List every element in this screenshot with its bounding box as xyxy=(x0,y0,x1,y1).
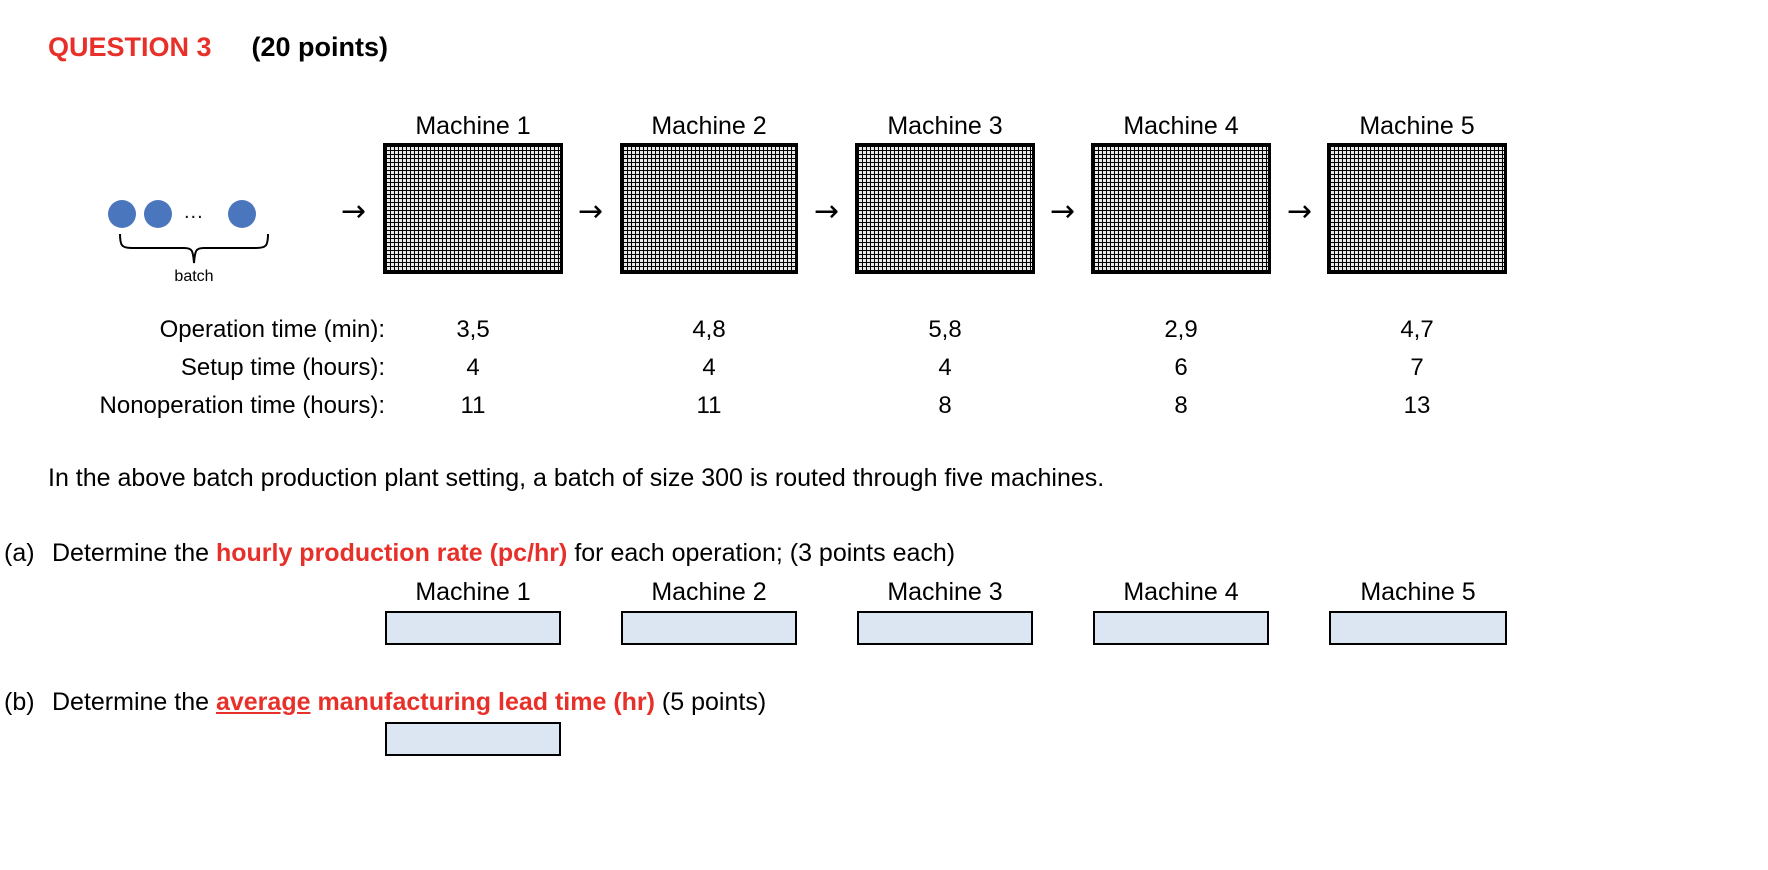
batch-part-circle xyxy=(228,200,256,228)
question-a-emphasis: hourly production rate (pc/hr) xyxy=(215,539,568,567)
answer-title-machine-2: Machine 2 xyxy=(651,578,767,606)
machine-title-4: Machine 4 xyxy=(1123,112,1239,140)
answer-input-machine-2[interactable] xyxy=(621,611,797,645)
answer-input-lead-time[interactable] xyxy=(385,722,561,756)
spec-cell: 6 xyxy=(1174,354,1188,381)
question-number: QUESTION 3 xyxy=(48,32,212,62)
machine-box-5 xyxy=(1327,143,1507,274)
spec-cell: 7 xyxy=(1410,354,1424,381)
spec-cell: 3,5 xyxy=(456,316,490,343)
answer-input-machine-1[interactable] xyxy=(385,611,561,645)
batch-ellipsis: ... xyxy=(184,201,204,223)
spec-cell: 13 xyxy=(1403,392,1431,419)
answer-title-machine-5: Machine 5 xyxy=(1360,578,1476,606)
batch-label: batch xyxy=(174,268,214,285)
spec-cell: 4,7 xyxy=(1400,316,1434,343)
flow-arrow-icon: → xyxy=(1287,194,1313,229)
question-b-emphasis-rest: manufacturing lead time (hr) xyxy=(310,688,655,716)
answer-input-machine-5[interactable] xyxy=(1329,611,1507,645)
question-a-text-after: for each operation; (3 points each) xyxy=(567,539,956,567)
answer-title-machine-4: Machine 4 xyxy=(1123,578,1239,606)
question-b-text-after: (5 points) xyxy=(654,688,767,716)
machine-title-2: Machine 2 xyxy=(651,112,767,140)
flow-arrow-icon: → xyxy=(341,194,367,229)
spec-row-label-operation-time: Operation time (min): xyxy=(159,316,385,343)
question-b-emphasis-underlined: average xyxy=(215,688,311,716)
machine-box-3 xyxy=(855,143,1035,274)
question-b-text: (b) Determine the average manufacturing l… xyxy=(4,688,766,717)
spec-cell: 11 xyxy=(460,392,486,419)
question-a-text: (a) Determine the hourly production rate … xyxy=(4,539,955,568)
batch-part-circle xyxy=(108,200,136,228)
spec-cell: 4 xyxy=(466,354,480,381)
spec-cell: 4 xyxy=(702,354,716,381)
spec-row-label-setup-time: Setup time (hours): xyxy=(180,354,385,381)
machine-title-5: Machine 5 xyxy=(1359,112,1475,140)
spec-cell: 2,9 xyxy=(1164,316,1198,343)
spec-cell: 8 xyxy=(1174,392,1188,419)
machine-box-4 xyxy=(1091,143,1271,274)
answer-title-machine-1: Machine 1 xyxy=(415,578,531,606)
machine-title-1: Machine 1 xyxy=(415,112,531,140)
question-points: (20 points) xyxy=(251,32,389,62)
flow-arrow-icon: → xyxy=(814,194,840,229)
flow-arrow-icon: → xyxy=(578,194,604,229)
question-b-marker: (b) xyxy=(4,688,35,716)
spec-cell: 5,8 xyxy=(928,316,962,343)
answer-input-machine-4[interactable] xyxy=(1093,611,1269,645)
spec-cell: 4,8 xyxy=(692,316,726,343)
machine-box-1 xyxy=(383,143,563,274)
page-title: QUESTION 3 (20 points) xyxy=(48,32,388,63)
flow-arrow-icon: → xyxy=(1050,194,1076,229)
answer-input-machine-3[interactable] xyxy=(857,611,1033,645)
machine-box-2 xyxy=(620,143,798,274)
question-b-text-before: Determine the xyxy=(52,688,216,716)
spec-cell: 11 xyxy=(696,392,722,419)
machine-title-3: Machine 3 xyxy=(887,112,1003,140)
spec-cell: 4 xyxy=(938,354,952,381)
question-a-marker: (a) xyxy=(4,539,35,567)
spec-row-label-nonoperation-time: Nonoperation time (hours): xyxy=(99,392,385,419)
intro-paragraph: In the above batch production plant sett… xyxy=(48,464,1105,492)
question-a-text-before: Determine the xyxy=(52,539,216,567)
answer-title-machine-3: Machine 3 xyxy=(887,578,1003,606)
batch-part-circle xyxy=(144,200,172,228)
batch-brace-icon xyxy=(119,233,269,264)
batch-illustration: ... batch xyxy=(96,190,286,300)
spec-cell: 8 xyxy=(938,392,952,419)
